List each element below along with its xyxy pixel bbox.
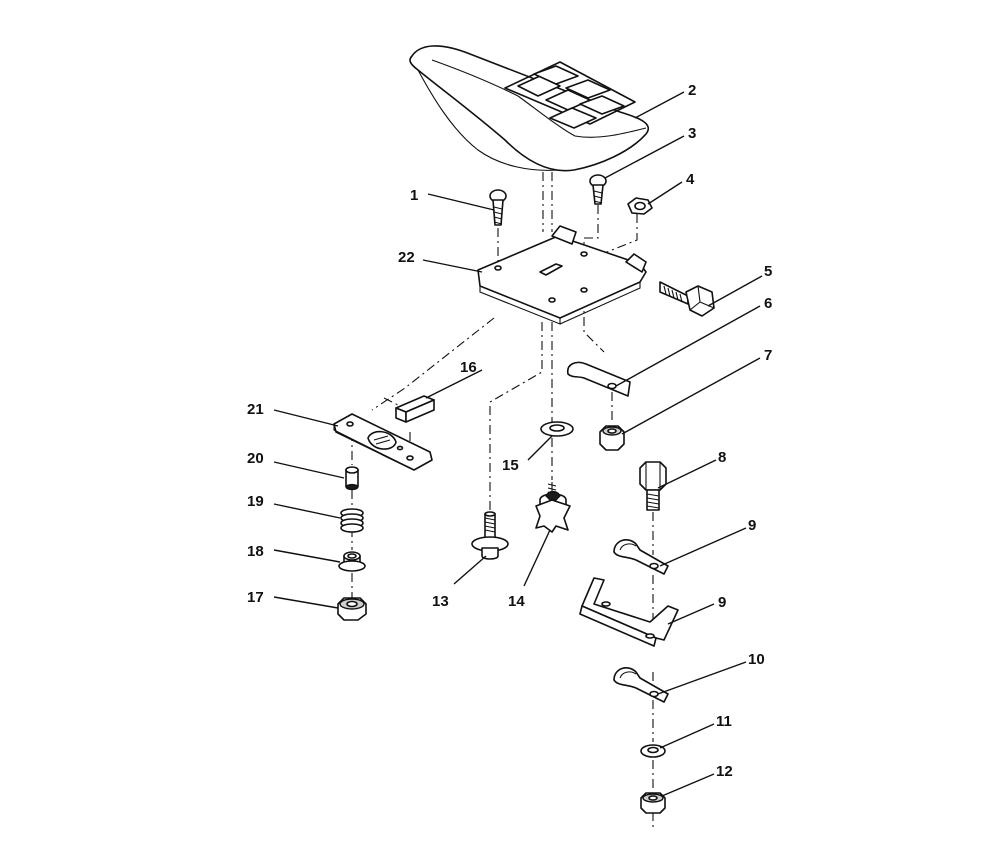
lock-nut-part-7 — [599, 425, 625, 451]
knob-part-14 — [535, 482, 571, 533]
pivot-plate-part-22 — [477, 225, 647, 325]
callout-11: 11 — [716, 713, 732, 730]
callout-3: 3 — [688, 125, 696, 142]
spacer-part-16 — [395, 395, 435, 423]
carriage-bolt-part-3 — [589, 174, 607, 205]
assembly-centerlines — [351, 172, 654, 828]
callout-22: 22 — [398, 249, 415, 266]
callout-1: 1 — [410, 187, 418, 204]
clip-part-6 — [566, 361, 631, 397]
spring-part-19 — [340, 508, 364, 533]
hex-nut-part-4 — [627, 197, 653, 215]
callout-19: 19 — [247, 493, 264, 510]
latch-bracket-part-21 — [333, 413, 433, 471]
carriage-bolt-part-1 — [489, 189, 507, 226]
callout-14: 14 — [508, 593, 525, 610]
callout-4: 4 — [686, 171, 695, 188]
callout-8: 8 — [718, 449, 726, 466]
washer-part-11 — [640, 744, 666, 758]
callout-numbers: 1 2 3 4 5 6 7 8 9 9 10 11 12 13 14 15 16… — [247, 82, 772, 780]
flange-nut-part-17 — [337, 597, 367, 621]
callout-13: 13 — [432, 593, 449, 610]
callout-9-upper: 9 — [748, 517, 756, 534]
callout-9-lower: 10 — [748, 651, 765, 668]
callout-16: 16 — [460, 359, 477, 376]
callout-7: 7 — [764, 347, 772, 364]
washer-part-15 — [540, 421, 574, 437]
clip-part-9-lower — [613, 667, 669, 703]
callout-15: 15 — [502, 457, 519, 474]
hex-bolt-part-8 — [639, 461, 667, 511]
callout-21: 21 — [247, 401, 264, 418]
bushing-part-18 — [338, 551, 366, 572]
bracket-part-10 — [579, 577, 679, 647]
shoulder-bolt-part-13 — [471, 511, 509, 560]
callout-leader-lines — [273, 91, 763, 797]
callout-17: 17 — [247, 589, 264, 606]
hex-bolt-part-5 — [659, 281, 715, 317]
callout-2: 2 — [688, 82, 696, 99]
hex-nut-part-12 — [640, 792, 666, 814]
seat-part-2 — [409, 45, 649, 172]
callout-20: 20 — [247, 450, 264, 467]
pin-part-20 — [345, 466, 359, 491]
callout-10: 9 — [718, 594, 726, 611]
clip-part-9-upper — [613, 539, 669, 575]
callout-5: 5 — [764, 263, 772, 280]
callout-12: 12 — [716, 763, 733, 780]
callout-18: 18 — [247, 543, 264, 560]
callout-6: 6 — [764, 295, 772, 312]
